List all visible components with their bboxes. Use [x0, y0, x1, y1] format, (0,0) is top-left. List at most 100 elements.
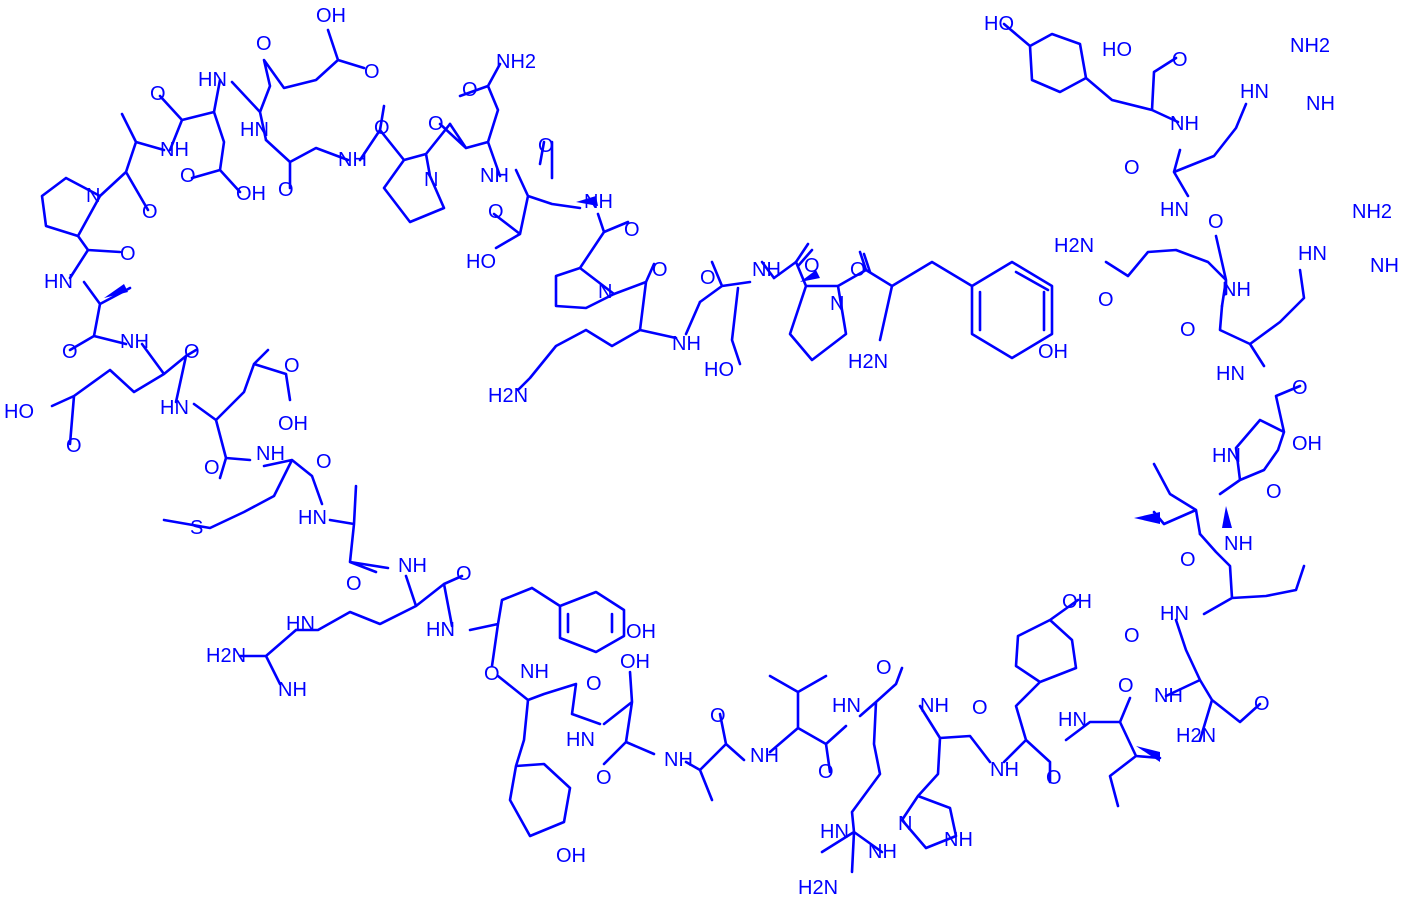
atom-label: NH	[520, 661, 549, 683]
atom-label: O	[456, 563, 472, 585]
atom-label: NH	[584, 191, 613, 213]
atom-label: NH	[752, 259, 781, 281]
atom-label: H2N	[488, 385, 528, 407]
atom-label: HO	[1102, 39, 1132, 61]
atom-label: O	[596, 767, 612, 789]
atom-label: HN	[1160, 199, 1189, 221]
atom-label: OH	[556, 845, 586, 867]
atom-label: H2N	[206, 645, 246, 667]
atom-label: O	[462, 79, 478, 101]
atom-label: HO	[704, 359, 734, 381]
atom-label: HN	[160, 397, 189, 419]
atom-label: HN	[426, 619, 455, 641]
atom-label: O	[586, 673, 602, 695]
atom-labels: OH H2N O N O NH HO O NH H2N O N O NH HO …	[4, 5, 1399, 899]
atom-label: HN	[1216, 363, 1245, 385]
atom-label: NH	[750, 745, 779, 767]
atom-label: NH	[664, 749, 693, 771]
atom-label: O	[1266, 481, 1282, 503]
atom-label: HN	[1212, 445, 1241, 467]
atom-label: HN	[832, 695, 861, 717]
atom-label: O	[316, 451, 332, 473]
atom-label: HN	[286, 613, 315, 635]
atom-label: O	[180, 165, 196, 187]
atom-label: O	[1292, 377, 1308, 399]
atom-label: NH	[920, 695, 949, 717]
atom-label: N	[86, 185, 100, 207]
atom-label: O	[66, 435, 82, 457]
atom-label: O	[1124, 157, 1140, 179]
atom-label: O	[346, 573, 362, 595]
atom-label: HN	[198, 69, 227, 91]
atom-label: H2N	[1176, 725, 1216, 747]
atom-label: NH	[1370, 255, 1399, 277]
atom-label: HO	[466, 251, 496, 273]
atom-label: O	[1046, 767, 1062, 789]
atom-label: NH	[338, 149, 367, 171]
atom-label: NH	[1306, 93, 1335, 115]
atom-label: OH	[620, 651, 650, 673]
atom-label: N	[898, 813, 912, 835]
atom-label: O	[204, 457, 220, 479]
atom-label: N	[424, 169, 438, 191]
atom-label: O	[256, 33, 272, 55]
atom-label: HN	[1160, 603, 1189, 625]
atom-label: O	[876, 657, 892, 679]
atom-label: HN	[298, 507, 327, 529]
atom-label: O	[538, 135, 554, 157]
atom-label: O	[1180, 319, 1196, 341]
atom-label: NH	[160, 139, 189, 161]
atom-label: O	[1208, 211, 1224, 233]
atom-label: O	[364, 61, 380, 83]
atom-label: O	[710, 705, 726, 727]
stereo-wedges	[104, 196, 1232, 762]
atom-label: NH	[990, 759, 1019, 781]
atom-label: HN	[1298, 243, 1327, 265]
atom-label: N	[598, 281, 612, 303]
atom-label: NH	[278, 679, 307, 701]
atom-label: H2N	[1054, 235, 1094, 257]
atom-label: NH	[944, 829, 973, 851]
atom-label: OH	[1062, 591, 1092, 613]
bond-network	[40, 22, 1306, 874]
atom-label: OH	[1292, 433, 1322, 455]
atom-label: OH	[626, 621, 656, 643]
atom-label: NH	[672, 333, 701, 355]
atom-label: OH	[278, 413, 308, 435]
atom-label: H2N	[798, 877, 838, 899]
atom-label: O	[652, 259, 668, 281]
atom-label: OH	[1038, 341, 1068, 363]
atom-label: HN	[1240, 81, 1269, 103]
atom-label: O	[142, 201, 158, 223]
atom-label: O	[972, 697, 988, 719]
atom-label: O	[1098, 289, 1114, 311]
atom-label: NH	[1154, 685, 1183, 707]
atom-label: O	[850, 259, 866, 281]
atom-label: HN	[44, 271, 73, 293]
atom-label: NH	[120, 331, 149, 353]
atom-label: O	[278, 179, 294, 201]
atom-label: O	[62, 341, 78, 363]
atom-label: NH	[256, 443, 285, 465]
atom-label: O	[184, 341, 200, 363]
atom-label: NH	[1170, 113, 1199, 135]
atom-label: O	[428, 113, 444, 135]
atom-label: O	[284, 355, 300, 377]
atom-label: O	[120, 243, 136, 265]
atom-label: HN	[820, 821, 849, 843]
atom-label: OH	[316, 5, 346, 27]
atom-label: O	[484, 663, 500, 685]
atom-label: H2N	[848, 351, 888, 373]
atom-label: HO	[4, 401, 34, 423]
atom-label: O	[374, 117, 390, 139]
atom-label: O	[624, 219, 640, 241]
atom-label: OH	[236, 183, 266, 205]
atom-label: O	[150, 83, 166, 105]
atom-label: HO	[984, 13, 1014, 35]
atom-label: O	[1118, 675, 1134, 697]
atom-label: HN	[1058, 709, 1087, 731]
atom-label: NH	[480, 165, 509, 187]
atom-label: O	[1254, 693, 1270, 715]
atom-label: HN	[566, 729, 595, 751]
